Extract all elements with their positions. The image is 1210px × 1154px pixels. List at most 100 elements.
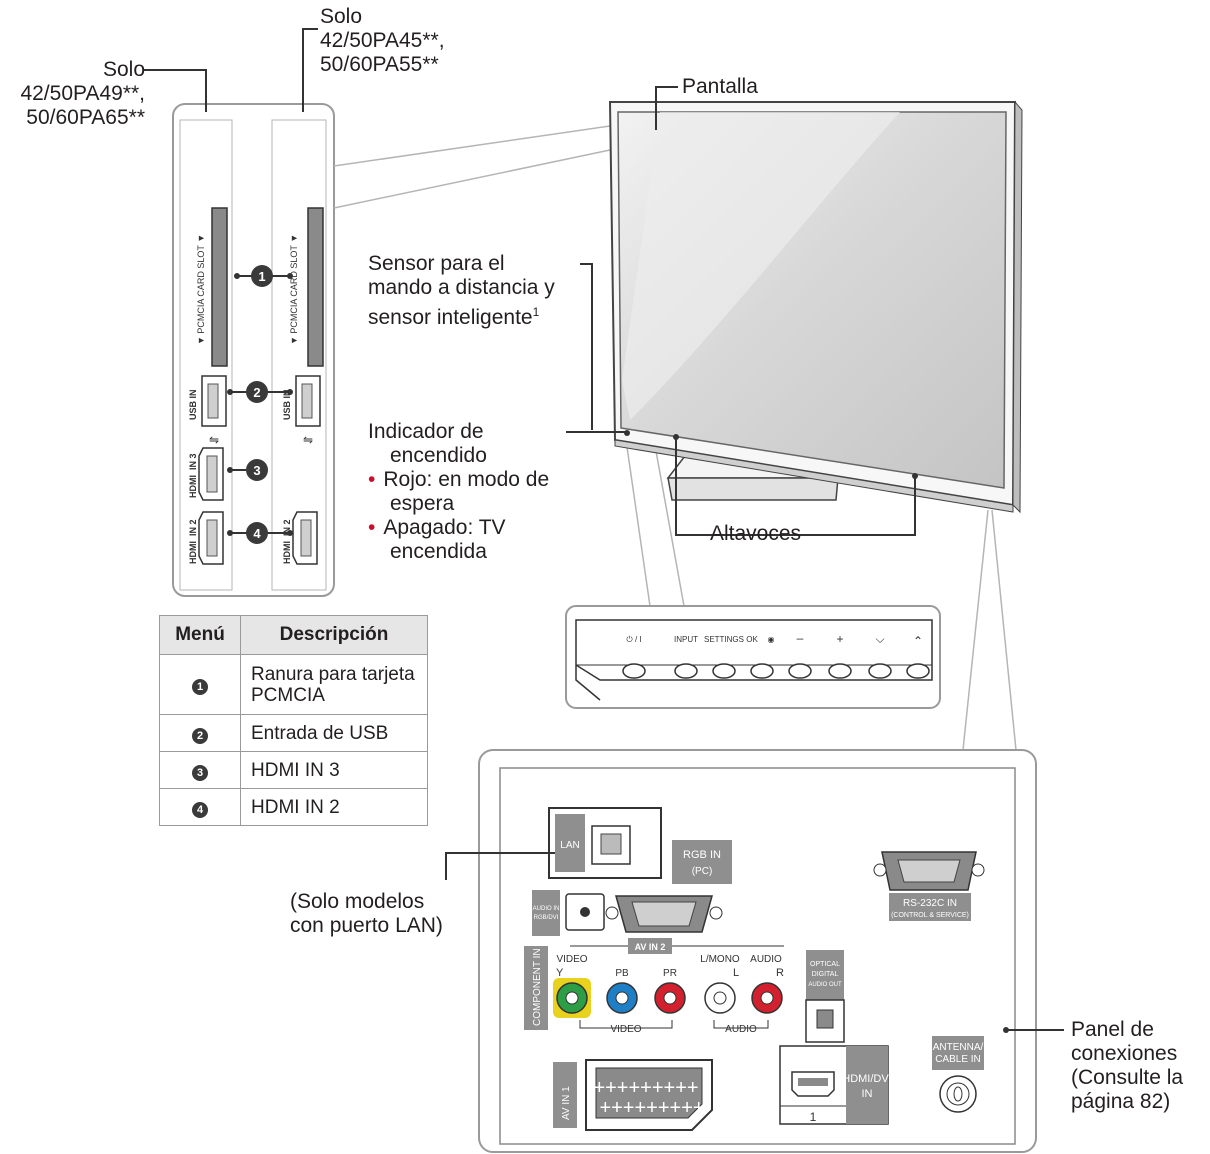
rs232-service-label: (CONTROL & SERVICE) [891, 912, 969, 919]
legend-row: 2 Entrada de USB [159, 714, 428, 752]
legend-desc: HDMI IN 3 [240, 751, 428, 789]
back-panel-labels: LAN RGB IN (PC) AUDIO IN RGB/DVI RS-232C… [532, 840, 984, 1124]
up-button-label: ⌃ [913, 634, 923, 648]
optical-label-3: AUDIO OUT [808, 982, 842, 988]
rgb-pc-label: (PC) [692, 866, 713, 877]
optical-label-1: OPTICAL [810, 961, 840, 968]
pb-label: PB [615, 968, 629, 979]
y-label: Y [556, 967, 564, 979]
solo-right-line2: 42/50PA45**, [320, 29, 445, 52]
legend-number: 4 [192, 801, 208, 818]
legend-number: 2 [192, 727, 208, 744]
markers [246, 265, 273, 544]
av-in1-label: AV IN 1 [561, 1086, 572, 1120]
legend-desc: Entrada de USB [240, 714, 428, 752]
hdmi2-label-right: IN 2 [282, 519, 292, 536]
sensor-line3: sensor inteligente [368, 306, 533, 329]
altavoces-label: Altavoces [710, 522, 802, 545]
optical-label-2: DIGITAL [812, 971, 839, 978]
svg-text:⇋: ⇋ [303, 433, 313, 447]
input-button-label: INPUT [674, 635, 698, 644]
legend-desc: Ranura para tarjeta PCMCIA [240, 654, 428, 715]
indicador-bullet2a: Apagado: TV [383, 516, 506, 539]
solo-left-line1: Solo [102, 58, 145, 81]
marker-1: 1 [258, 269, 265, 284]
pcmcia-label-left: ▼ PCMCIA CARD SLOT ▼ [196, 234, 206, 345]
antenna-label-2: CABLE IN [935, 1054, 981, 1065]
hdmi-dvi-label: HDMI/DVI [842, 1073, 892, 1085]
legend-row: 1 Ranura para tarjeta PCMCIA [159, 654, 428, 715]
legend-num-cell: 1 [159, 654, 241, 715]
hdmi2-label-left: IN 2 [188, 519, 198, 536]
hdmi-number-label: 1 [810, 1110, 817, 1124]
sensor-footnote: 1 [532, 305, 540, 319]
audio-rgbdvi-label: RGB/DVI [534, 915, 559, 921]
svg-text:+++++++++: +++++++++ [593, 1077, 698, 1099]
tv-leaders [566, 86, 916, 536]
video-top-label: VIDEO [556, 954, 587, 965]
indicador-bullet1a: Rojo: en modo de [383, 468, 550, 491]
solo-right-line1: Solo [320, 5, 363, 28]
indicador-bullet2-wrap: • Apagado: TV [368, 516, 578, 540]
panel-callout: Panel de conexiones (Consulte la página … [1071, 1018, 1209, 1114]
legend-header-menu: Menú [159, 615, 241, 655]
legend-num-cell: 3 [159, 751, 241, 789]
r-label: R [776, 967, 784, 979]
legend-num-cell: 2 [159, 714, 241, 752]
hdmi2-logo-right: HDMI [282, 541, 292, 564]
marker-3: 3 [253, 463, 260, 478]
plus-button-label: + [836, 632, 843, 646]
indicador-callout: Indicador de encendido •Rojo: en modo de… [368, 420, 578, 564]
usb-label-right: USB IN [282, 389, 292, 420]
rs232-label: RS-232C IN [903, 898, 957, 909]
panel-line2: conexiones [1071, 1042, 1178, 1065]
hdmi2-logo-left: HDMI [188, 541, 198, 564]
pr-label: PR [663, 968, 677, 979]
power-button-label: ⏻ / I [626, 635, 641, 644]
legend-header-description: Descripción [240, 615, 428, 655]
back-panel-zoom: +++++++++ +++++++++ [445, 749, 1064, 1153]
lan-models-line2: con puerto LAN) [290, 914, 443, 937]
lan-models-callout: (Solo modelos con puerto LAN) [290, 890, 490, 938]
projection-lines [333, 125, 1017, 751]
bullet-icon: • [368, 516, 376, 539]
marker-4: 4 [253, 526, 261, 541]
sensor-line3-wrap: sensor inteligente1 [368, 300, 608, 330]
panel-line1: Panel de [1071, 1018, 1154, 1041]
indicador-bullet1b: espera [390, 492, 455, 515]
sensor-line1: Sensor para el [368, 252, 505, 275]
rgb-in-label: RGB IN [683, 849, 721, 861]
control-panel-zoom [565, 605, 941, 709]
down-button-label: ⌵ [875, 632, 884, 646]
pantalla-label: Pantalla [682, 75, 758, 98]
legend-row: 4 HDMI IN 2 [159, 788, 428, 826]
pcmcia-label-right: ▼ PCMCIA CARD SLOT ▼ [289, 234, 299, 345]
usb-label-left: USB IN [188, 389, 198, 420]
solo-left-line3: 50/60PA65** [26, 106, 145, 129]
sensor-line2: mando a distancia y [368, 276, 555, 299]
legend-desc: HDMI IN 2 [240, 788, 428, 826]
component-label: COMPONENT IN [532, 948, 543, 1026]
av-in2-label: AV IN 2 [635, 942, 666, 952]
sensor-callout: Sensor para el mando a distancia y senso… [368, 252, 608, 330]
indicador-line1: Indicador de [368, 420, 484, 443]
hdmi-dvi-in-label: IN [862, 1088, 873, 1100]
solo-leaders [144, 28, 318, 112]
minus-button-label: – [797, 631, 804, 645]
indicador-bullet2b: encendida [390, 540, 487, 563]
legend-number: 1 [192, 679, 208, 695]
audio-top-label: AUDIO [750, 954, 782, 965]
panel-line4: página 82) [1071, 1090, 1171, 1113]
lan-models-line1: (Solo modelos [290, 890, 425, 913]
ok-dot-label: ◉ [768, 635, 775, 644]
control-button-labels: ⏻ / I INPUT SETTINGS OK ◉ – + ⌵ ⌃ [626, 631, 923, 648]
solo-right-line3: 50/60PA55** [320, 53, 439, 76]
side-panel-labels: ▼ PCMCIA CARD SLOT ▼ ▼ PCMCIA CARD SLOT … [188, 234, 299, 564]
legend-header-row: Menú Descripción [159, 615, 428, 655]
solo-callout-right: Solo 42/50PA45**, 50/60PA55** [320, 5, 520, 77]
solo-left-line2: 42/50PA49**, [20, 82, 145, 105]
audio-in-label: AUDIO IN [533, 906, 560, 912]
side-panel-zoom: ⇋ ⇋ [172, 103, 335, 597]
legend-row: 3 HDMI IN 3 [159, 751, 428, 789]
